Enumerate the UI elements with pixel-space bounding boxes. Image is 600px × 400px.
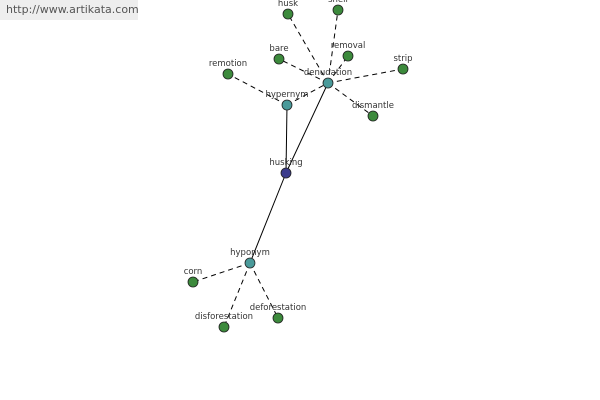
node-corn[interactable] bbox=[187, 276, 199, 288]
edge-denudation-shell bbox=[327, 9, 339, 84]
site-url[interactable]: http://www.artikata.com bbox=[0, 0, 139, 20]
edge-husking-hypernym bbox=[285, 104, 288, 174]
label-strip[interactable]: strip bbox=[393, 54, 412, 64]
node-hypernym[interactable] bbox=[281, 99, 293, 111]
label-hypernym[interactable]: hypernym bbox=[265, 90, 308, 100]
edge-denudation-husk bbox=[287, 13, 329, 84]
node-bare[interactable] bbox=[273, 53, 285, 65]
node-deforestation[interactable] bbox=[272, 312, 284, 324]
label-deforestation[interactable]: deforestation bbox=[250, 303, 307, 313]
graph-labels: husking hypernym denudation hyponym husk shel… bbox=[184, 0, 413, 322]
node-shell[interactable] bbox=[332, 4, 344, 16]
label-husking[interactable]: husking bbox=[269, 158, 302, 168]
edge-denudation-removal bbox=[327, 55, 349, 84]
node-remotion[interactable] bbox=[222, 68, 234, 80]
label-hyponym[interactable]: hyponym bbox=[230, 248, 270, 258]
edge-denudation-dismantle bbox=[327, 82, 374, 117]
graph-nodes bbox=[187, 4, 409, 333]
graph-edges bbox=[192, 9, 404, 328]
edge-hyponym-disforestation bbox=[223, 262, 251, 328]
label-remotion[interactable]: remotion bbox=[209, 59, 247, 69]
label-corn[interactable]: corn bbox=[184, 267, 203, 277]
label-dismantle[interactable]: dismantle bbox=[352, 101, 394, 111]
node-removal[interactable] bbox=[342, 50, 354, 62]
label-disforestation[interactable]: disforestation bbox=[195, 312, 253, 322]
node-husk[interactable] bbox=[282, 8, 294, 20]
node-disforestation[interactable] bbox=[218, 321, 230, 333]
node-denudation[interactable] bbox=[322, 77, 334, 89]
edge-denudation-strip bbox=[327, 68, 404, 84]
edge-husking-denudation bbox=[285, 82, 329, 174]
label-husk[interactable]: husk bbox=[278, 0, 298, 9]
edge-hyponym-corn bbox=[192, 262, 251, 283]
label-bare[interactable]: bare bbox=[269, 44, 288, 54]
node-strip[interactable] bbox=[397, 63, 409, 75]
edge-hypernym-denudation bbox=[286, 82, 329, 106]
edge-hypernym-remotion bbox=[227, 73, 288, 106]
edge-hyponym-deforestation bbox=[249, 262, 279, 319]
node-dismantle[interactable] bbox=[367, 110, 379, 122]
label-denudation[interactable]: denudation bbox=[304, 68, 352, 78]
label-removal[interactable]: removal bbox=[331, 41, 366, 51]
edge-denudation-bare bbox=[278, 58, 329, 84]
node-husking[interactable] bbox=[280, 167, 292, 179]
node-hyponym[interactable] bbox=[244, 257, 256, 269]
edge-husking-hyponym bbox=[249, 172, 287, 264]
label-shell[interactable]: shell bbox=[328, 0, 348, 5]
